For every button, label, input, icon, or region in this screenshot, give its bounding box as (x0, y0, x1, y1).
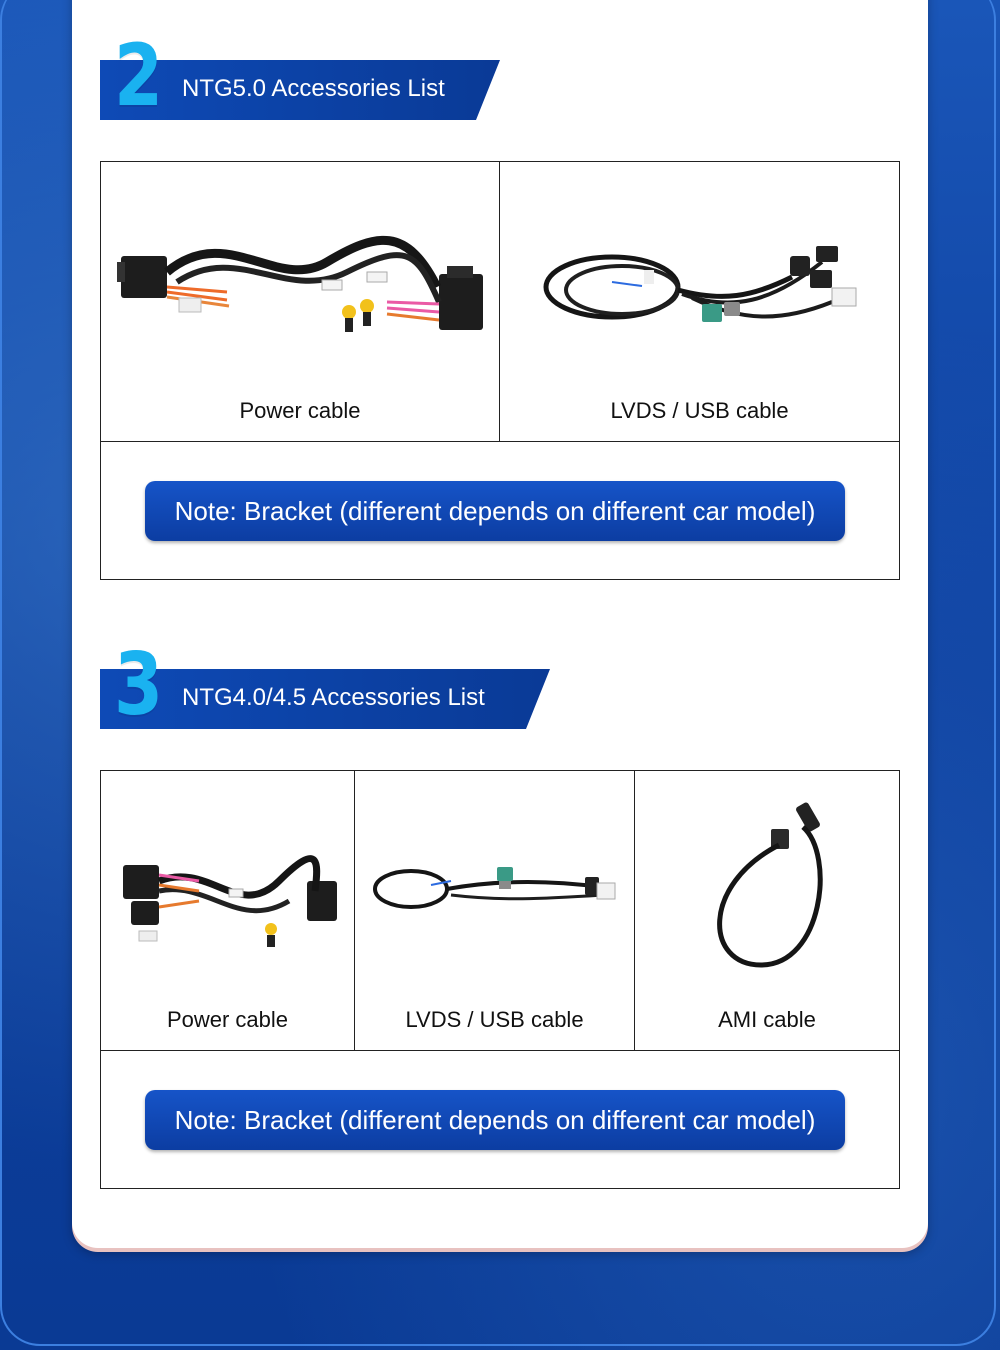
lvds-usb-cable-icon (373, 867, 616, 909)
note-row: Note: Bracket (different depends on diff… (101, 442, 899, 579)
item-cell-lvds-usb-cable: LVDS / USB cable (500, 162, 899, 441)
item-cell-power-cable: Power cable (101, 162, 500, 441)
bracket-note: Note: Bracket (different depends on diff… (145, 1090, 845, 1150)
section-title: NTG4.0/4.5 Accessories List (182, 684, 485, 711)
items-row: Power cable LVDS / USB cable AMI cable (101, 771, 899, 1051)
lvds-usb-cable-icon (543, 246, 857, 322)
power-cable-icon (123, 855, 337, 947)
item-caption: LVDS / USB cable (405, 1007, 584, 1032)
items-row: Power cable LVDS / USB cable (101, 162, 899, 442)
section-number: 2 (114, 26, 164, 126)
accessories-table-ntg4045: Power cable LVDS / USB cable AMI cable (100, 770, 900, 1189)
section-ribbon (100, 60, 500, 120)
item-caption: LVDS / USB cable (610, 398, 789, 423)
power-cable-icon (117, 235, 483, 332)
item-cell-ami-cable: AMI cable (635, 771, 899, 1050)
accessories-table-ntg50: Power cable LVDS / USB cable Note: Bra (100, 161, 900, 580)
section-number: 3 (114, 635, 164, 735)
section-title: NTG5.0 Accessories List (182, 75, 445, 102)
note-row: Note: Bracket (different depends on diff… (101, 1051, 899, 1188)
item-caption: Power cable (239, 398, 361, 423)
ami-cable-icon (717, 802, 823, 968)
item-caption: Power cable (166, 1007, 289, 1032)
item-cell-lvds-usb-cable: LVDS / USB cable (355, 771, 635, 1050)
section-header-ntg4045: 3 NTG4.0/4.5 Accessories List (100, 637, 550, 733)
section-header-ntg50: 2 NTG5.0 Accessories List (100, 28, 500, 124)
item-cell-power-cable: Power cable (101, 771, 355, 1050)
bracket-note: Note: Bracket (different depends on diff… (145, 481, 845, 541)
item-caption: AMI cable (718, 1007, 816, 1032)
section-ribbon (100, 669, 550, 729)
